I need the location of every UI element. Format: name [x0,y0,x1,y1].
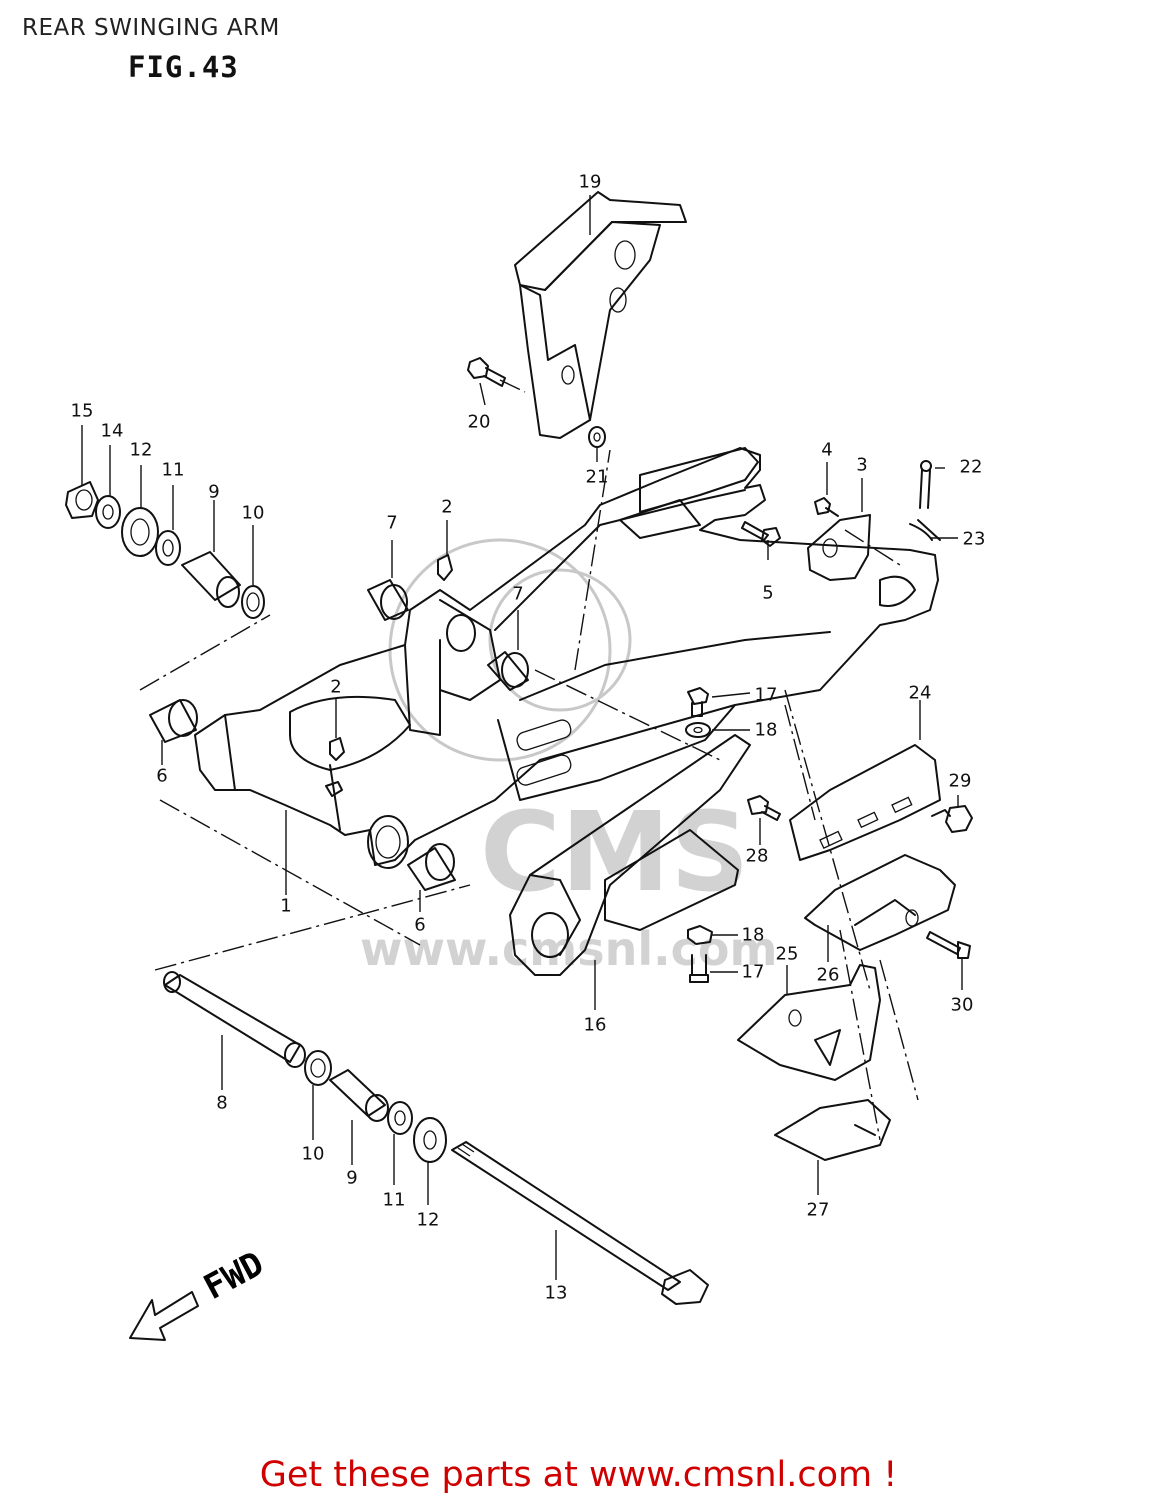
callout-22: 22 [959,456,983,478]
part-26-chain-guide [804,854,956,951]
callout-30: 30 [950,994,974,1016]
part-12-seal-upper [121,507,159,557]
callout-3: 3 [856,454,868,476]
callout-23: 23 [962,528,986,550]
callout-25: 25 [775,943,799,965]
part-11-washer-lower [387,1101,413,1135]
part-21-washer [588,426,606,448]
callout-11-upper: 11 [161,459,185,481]
callout-14: 14 [100,420,124,442]
callout-6-right: 6 [414,914,426,936]
part-2-grease-nipple-lower [325,737,345,797]
part-25-guide-plate [737,964,881,1081]
callout-7-left: 7 [386,512,398,534]
callout-28: 28 [745,845,769,867]
callout-21: 21 [585,466,609,488]
part-10-collar-upper [241,585,265,619]
fwd-label: FWD [197,1244,270,1308]
part-12-seal-lower [413,1117,447,1163]
callout-27: 27 [806,1199,830,1221]
leader-lines [81,195,963,1280]
part-18-washer-upper [685,722,711,738]
part-6-bearing-left [149,699,198,743]
callout-24: 24 [908,682,932,704]
callout-10-upper: 10 [241,502,265,524]
callout-12-lower: 12 [416,1209,440,1231]
part-24-guide-bracket [789,744,941,861]
part-2-grease-nipple-upper [437,554,453,581]
callout-18-lower: 18 [741,924,765,946]
part-29-bolt [931,805,973,833]
figure-label: FIG.43 [128,50,239,84]
callout-17-upper: 17 [754,684,778,706]
part-14-washer [95,495,121,529]
part-13-pivot-shaft [451,1141,709,1305]
part-11-washer-upper [155,530,181,566]
part-18-nut-lower [687,925,713,945]
part-4-bolt [814,497,839,517]
part-17-bolt-lower [689,954,709,983]
callout-11-lower: 11 [382,1189,406,1211]
part-6-bearing-right [407,843,456,891]
part-19-chain-guard [514,191,687,439]
callout-5: 5 [762,582,774,604]
page-title: REAR SWINGING ARM [22,15,280,41]
part-16-chain-slider [509,734,751,976]
part-1-swingarm [194,447,939,869]
callout-12-upper: 12 [129,439,153,461]
callout-15: 15 [70,400,94,422]
part-10-collar-lower [304,1050,332,1086]
part-30-screw [926,931,971,959]
callout-19: 19 [578,171,602,193]
part-27-guide-cover [774,1099,891,1161]
callout-10-lower: 10 [301,1143,325,1165]
callout-18-upper: 18 [754,719,778,741]
part-23-clip [909,519,941,541]
callout-17-lower: 17 [741,961,765,983]
callout-20: 20 [467,411,491,433]
callout-2-lower: 2 [330,676,342,698]
callout-13: 13 [544,1282,568,1304]
part-28-bolt [747,795,781,821]
callout-26: 26 [816,964,840,986]
part-22-pin [919,460,932,509]
part-7-bearing-left [367,579,409,621]
part-17-bolt-upper [687,687,709,717]
callout-2-upper: 2 [441,496,453,518]
part-5-bolt [741,521,781,547]
footer-shop-link[interactable]: Get these parts at www.cmsnl.com ! [259,1455,898,1495]
part-8-pivot-pipe [163,971,306,1068]
part-15-nut [65,481,99,519]
part-3-adjuster-plate [807,514,871,581]
callout-16: 16 [583,1014,607,1036]
callout-4: 4 [821,439,833,461]
assembly-lines [139,379,919,1141]
callout-8: 8 [216,1092,228,1114]
callout-29: 29 [948,770,972,792]
watermark-text: CMS [480,788,749,916]
part-9-spacer-upper [181,551,241,608]
part-7-bearing-right [487,651,529,691]
callout-6-left: 6 [156,765,168,787]
callout-9-upper: 9 [208,481,220,503]
part-9-spacer-lower [329,1069,389,1122]
part-20-bolt [467,357,506,387]
callout-9-lower: 9 [346,1167,358,1189]
callout-1: 1 [280,895,292,917]
callout-7-right: 7 [512,583,524,605]
fwd-arrow-icon [129,1291,199,1341]
